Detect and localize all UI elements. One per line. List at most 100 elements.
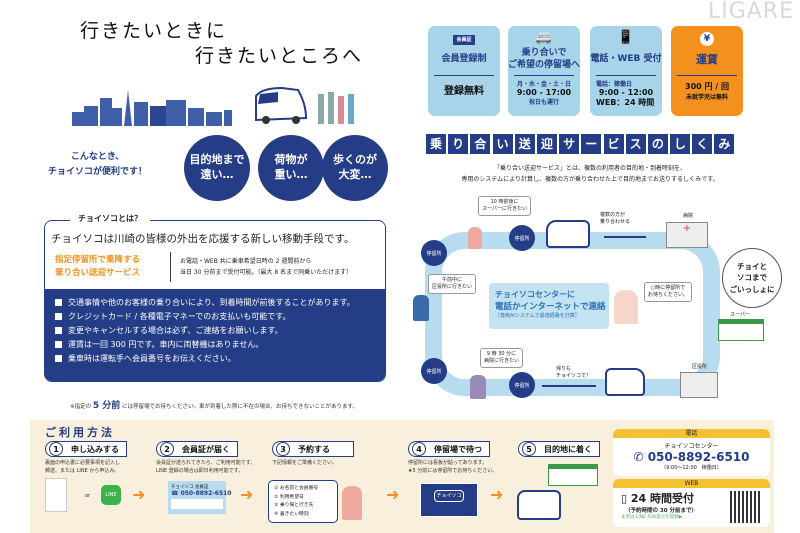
- hero-line-1: 行きたいときに: [80, 20, 228, 42]
- step-label: 停留場で待つ: [434, 444, 482, 454]
- phone-label: 電話: [613, 429, 770, 438]
- usage-title: ご利用方法: [45, 426, 115, 439]
- slogan-circle: チョイと ソコまで ごいっしょに: [722, 248, 782, 308]
- reason-far: 目的地まで 遠い…: [184, 135, 250, 201]
- step-label: 会員証が届く: [182, 444, 230, 454]
- card-body: 300 円 / 回: [685, 82, 729, 91]
- card-body: 登録無料: [444, 86, 484, 97]
- step-number: 4: [412, 442, 426, 456]
- step-number: 5: [522, 442, 536, 456]
- web-sub: （予約時間の 30 分前まで）: [625, 508, 697, 514]
- card-tag: 会員証: [194, 485, 209, 490]
- line-register-link[interactable]: まずは LINE のお友だち登録▶: [621, 515, 683, 520]
- bus-stop-sign-illustration: チョイソコ: [420, 483, 478, 517]
- card-title: 乗り合いで ご希望の停留場へ: [508, 48, 581, 70]
- card-title: 会員登録制: [441, 54, 487, 65]
- watermark: LIGARE: [707, 0, 794, 24]
- supermarket-illustration: [548, 464, 598, 486]
- hospital-illustration: +: [666, 222, 708, 248]
- step-label: 目的地に着く: [544, 444, 592, 454]
- bus-stop: 停留所: [509, 225, 535, 251]
- arrow-icon: ➜: [240, 485, 254, 504]
- web-main: 24 時間受付: [630, 492, 695, 505]
- rule-item: 変更やキャンセルする場合は必ず、ご連絡をお願いします。: [55, 325, 375, 336]
- about-service: 指定停留所で乗降する 乗り合い送迎サービス: [55, 255, 141, 278]
- note-emphasis: 5 分前: [92, 401, 121, 411]
- van-illustration: [517, 490, 561, 520]
- hero-line-2: 行きたいところへ: [195, 45, 364, 67]
- city-skyline-illustration: [72, 90, 232, 126]
- about-detail-2: 当日 30 分前まで受付可能。（最大 8 名まで同乗いただけます）: [180, 269, 353, 277]
- title-char: サ: [559, 134, 580, 154]
- desc-2: 専用のシステムにより計算し、複数の方が乗り合わせた上で目的地までお送りするしくみ…: [461, 176, 719, 184]
- checklist-item: ① お名前と会員番号: [274, 486, 319, 491]
- membership-card-illustration: チョイソコ 会員証☎ 050-8892-6510: [168, 481, 232, 514]
- title-char: ビ: [603, 134, 624, 154]
- about-box: チョイソコは川崎の皆様の外出を応援する新しい移動手段です。 指定停留所で乗降する…: [44, 220, 386, 382]
- title-char: 乗: [426, 134, 446, 154]
- about-detail: お電話・WEB 共に乗車希望日時の 2 週間前から当日 30 分前まで受付可能。…: [180, 256, 352, 279]
- ward-office-illustration: [680, 372, 718, 398]
- application-form-illustration: [45, 478, 67, 512]
- usage-step-4: 4 停留場で待つ: [408, 441, 490, 457]
- rule-item: クレジットカード / 各種電子マネーでのお支払いも可能です。: [55, 311, 375, 322]
- membership-card-icon: 会員証: [453, 35, 475, 45]
- bubble-hospital: 9 時 30 分に 病院に行きたい: [480, 348, 524, 368]
- desc-1: 「乗り合い送迎サービス」とは、複数の利用者の目的地・到着時刻を、: [493, 165, 686, 172]
- reason-walking: 歩くのが 大変…: [322, 135, 388, 201]
- title-char: ー: [581, 134, 602, 154]
- woman-illustration: [468, 227, 482, 249]
- mechanism-description: 「乗り合い送迎サービス」とは、複数の利用者の目的地・到着時刻を、専用のシステムに…: [410, 163, 770, 186]
- center-panel: チョイソコセンターに 電話かインターネットで連絡 ［専用AIシステムで最適経路を…: [489, 283, 609, 329]
- title-char: し: [670, 134, 691, 154]
- step-number: 1: [49, 442, 63, 456]
- bubble-operator: ○時に停留所で お待ちください。: [644, 282, 693, 302]
- card-phone: ☎ 050-8892-6510: [171, 490, 232, 497]
- center-line-3: ［専用AIシステムで最適経路を計算］: [495, 313, 580, 319]
- step-label: 予約する: [298, 444, 330, 454]
- card-foot: WEB：24 時間: [596, 98, 655, 107]
- title-char: い: [492, 134, 513, 154]
- ward-office-label: 区役所: [692, 364, 708, 370]
- or-label: or: [85, 493, 91, 499]
- van-and-people-illustration: [255, 86, 354, 124]
- bus-stop: 停留所: [421, 358, 447, 384]
- van-icon: 🚐: [535, 30, 553, 45]
- bus-stop: 停留所: [421, 240, 447, 266]
- usage-step-5: 5 目的地に着く: [518, 441, 600, 457]
- step-description: 停留所には看板が貼ってあります。 ★5 分前には停留所でお待ちください。: [408, 460, 498, 474]
- about-label: チョイソコとは？: [70, 213, 150, 224]
- elderly-woman-illustration: [470, 375, 486, 399]
- title-char: 送: [514, 134, 535, 154]
- bubble-supermarket: 10 時前後に スーパーに行きたい: [478, 196, 531, 216]
- qr-code[interactable]: [730, 491, 762, 523]
- operator-illustration: [614, 290, 638, 324]
- arrow-icon: ➜: [490, 485, 504, 504]
- card-body: 9:00 - 12:00: [598, 88, 654, 97]
- card-foot: 未就学児は無料: [685, 94, 728, 101]
- about-headline: チョイソコは川崎の皆様の外出を応援する新しい移動手段です。: [51, 233, 355, 245]
- van-illustration: [546, 220, 590, 248]
- about-note: ※指定の 5 分前 には停留場でお待ちください。車が到着した際に不在の場合、お待…: [70, 398, 358, 411]
- card-foot: 祝日も運行: [528, 99, 559, 106]
- card-sub: 月・水・金・土・日: [516, 81, 571, 88]
- title-char: み: [714, 134, 735, 154]
- card-membership: 会員証会員登録制登録無料: [428, 26, 500, 116]
- arrow-left: [542, 385, 596, 387]
- about-rules: 交通事情や他のお客様の乗り合いにより、到着時間が前後することがあります。 クレジ…: [45, 289, 385, 381]
- title-char: く: [692, 134, 713, 154]
- phone-number[interactable]: 050-8892-6510: [647, 450, 750, 464]
- rule-item: 運賃は一回 300 円です。車内に両替機はありません。: [55, 339, 375, 350]
- smartphone-icon: ▯: [621, 492, 631, 505]
- arrow-right: [604, 236, 646, 238]
- about-detail-1: お電話・WEB 共に乗車希望日時の 2 週間前から: [180, 258, 312, 265]
- line-icon[interactable]: LINE: [101, 485, 121, 505]
- step-description: 会員証が送られてきたら、ご利用可能です。 LINE 登録の場合は即日利用可能です…: [156, 460, 256, 474]
- rule-item: 乗車時は運転手へ会員番号をお伝えください。: [55, 353, 375, 364]
- center-line-1: チョイソコセンターに: [495, 290, 575, 299]
